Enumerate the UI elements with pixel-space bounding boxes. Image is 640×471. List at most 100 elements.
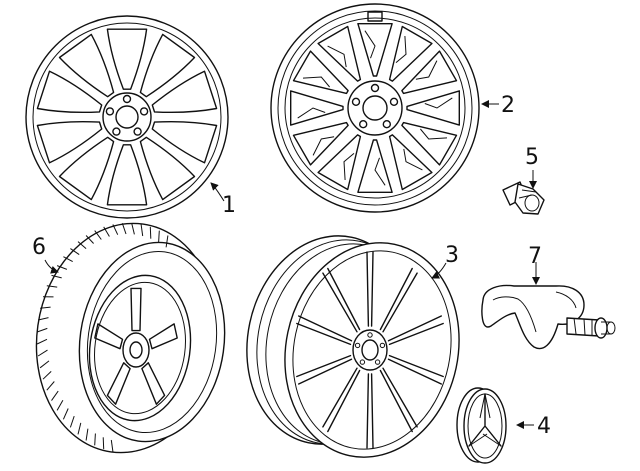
spoke — [366, 373, 374, 449]
callout-leaders — [44, 100, 540, 429]
spoke-opening — [106, 28, 148, 90]
lug-hole — [370, 83, 380, 93]
spoke — [130, 287, 142, 332]
spoke-opening — [36, 120, 103, 164]
leader-6 — [44, 259, 59, 274]
tread-groove — [77, 241, 87, 249]
tpms-sensor — [481, 284, 616, 350]
tread-groove — [62, 408, 69, 420]
lug-hole — [367, 332, 373, 338]
lug-hole — [359, 119, 368, 129]
spoke-detail — [364, 30, 376, 59]
callout-3: 3 — [445, 243, 459, 268]
callout-2: 2 — [501, 93, 515, 118]
spoke-detail — [327, 45, 347, 68]
spoke-opening — [139, 136, 196, 201]
spoke-opening — [106, 144, 148, 206]
lug-hole — [351, 97, 361, 107]
tread-groove — [40, 306, 51, 309]
spoke-detail — [395, 35, 407, 63]
tread-groove — [46, 285, 58, 288]
lug-hole — [139, 107, 149, 116]
tread-groove — [165, 235, 169, 248]
spoke-opening — [388, 134, 433, 191]
spoke-detail — [302, 76, 330, 88]
spoke-opening — [357, 139, 393, 193]
callout-labels: 1 2 3 4 5 6 7 — [32, 93, 551, 439]
spoke-opening — [36, 70, 103, 114]
lug-hole — [379, 342, 386, 349]
tread-groove — [42, 371, 52, 380]
valve-stem — [502, 181, 545, 215]
tread-groove — [63, 256, 73, 263]
spoke — [296, 315, 353, 346]
tread-groove — [158, 230, 160, 243]
spoke — [387, 315, 444, 346]
lug-hole — [389, 97, 399, 107]
wheel-cross-spoke — [270, 3, 480, 213]
spoke-opening — [401, 121, 458, 166]
spoke — [322, 367, 361, 433]
callout-4: 4 — [537, 414, 551, 439]
wheel-twin-spoke — [246, 235, 460, 458]
spoke-opening — [406, 90, 460, 126]
spoke-opening — [58, 136, 115, 201]
tread-groove — [85, 428, 89, 441]
spoke-detail — [420, 128, 448, 140]
leader-1 — [210, 182, 225, 202]
spoke-detail — [312, 136, 335, 156]
tread-groove — [121, 223, 127, 235]
spoke-detail — [424, 97, 453, 109]
spoke-opening — [388, 25, 433, 82]
tread-groove — [103, 226, 110, 237]
spoke — [141, 362, 166, 405]
spoke-detail — [403, 148, 423, 171]
tread-groove — [70, 248, 80, 256]
tread-groove — [69, 415, 75, 428]
spoke — [106, 362, 131, 405]
tread-groove — [36, 338, 48, 345]
spoke-opening — [292, 121, 349, 166]
spoke-opening — [292, 50, 349, 95]
spoke-opening — [139, 33, 196, 98]
tread-groove — [94, 230, 102, 240]
spoke-detail — [374, 157, 386, 186]
spoke-opening — [317, 134, 362, 191]
tread-groove — [77, 422, 82, 435]
spoke-opening — [58, 33, 115, 98]
lug-hole — [374, 359, 381, 365]
spoke — [94, 323, 124, 350]
center-cap — [456, 387, 507, 464]
spoke — [366, 251, 374, 327]
spoke — [387, 354, 444, 385]
callout-5: 5 — [525, 145, 539, 170]
tread-groove — [51, 390, 59, 401]
lug-hole — [133, 127, 142, 136]
tread-groove — [131, 223, 135, 235]
spoke — [379, 367, 418, 433]
tread-groove — [149, 226, 152, 239]
spoke-opening — [151, 120, 218, 164]
leader-3 — [431, 262, 447, 279]
lug-hole — [122, 94, 132, 104]
tread-groove — [36, 327, 48, 333]
spoke — [322, 267, 361, 333]
spoke-opening — [401, 50, 458, 95]
lug-hole — [359, 359, 366, 365]
spoke-detail — [343, 153, 355, 181]
lug-hole — [105, 107, 115, 116]
callout-1: 1 — [222, 193, 236, 218]
spoke — [148, 323, 178, 350]
spoke-opening — [151, 70, 218, 114]
spoke-detail — [415, 60, 438, 80]
tread-groove — [37, 317, 49, 321]
spoke-detail — [297, 107, 326, 119]
spoke — [296, 354, 353, 385]
lug-hole — [112, 127, 121, 136]
callout-7: 7 — [528, 244, 542, 269]
spoke-opening — [317, 25, 362, 82]
tread-groove — [110, 439, 114, 452]
tread-groove — [94, 433, 96, 446]
